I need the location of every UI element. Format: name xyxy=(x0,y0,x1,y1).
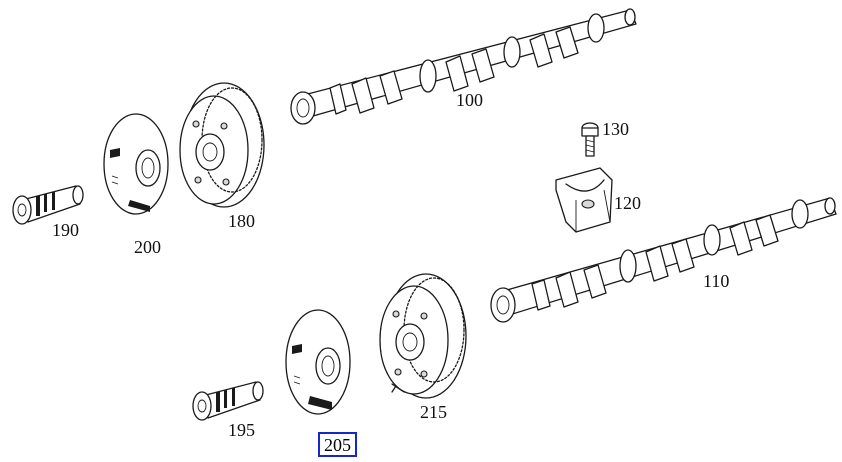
upper-central-valve-drawing[interactable] xyxy=(12,185,84,225)
callout-200[interactable]: 200 xyxy=(134,237,161,257)
callout-215[interactable]: 215 xyxy=(420,402,447,422)
bolt-drawing[interactable] xyxy=(581,122,599,157)
callout-190[interactable]: 190 xyxy=(52,220,79,240)
callout-120[interactable]: 120 xyxy=(614,193,641,213)
lower-sensor-wheel-drawing[interactable] xyxy=(285,309,351,415)
callout-195[interactable]: 195 xyxy=(228,420,255,440)
callout-110[interactable]: 110 xyxy=(703,271,730,291)
lower-adjuster-drawing[interactable] xyxy=(379,273,467,399)
callout-205[interactable]: 205 xyxy=(318,432,357,457)
upper-sensor-wheel-drawing[interactable] xyxy=(103,113,169,215)
callout-130[interactable]: 130 xyxy=(602,119,629,139)
upper-adjuster-drawing[interactable] xyxy=(179,82,265,208)
upper-camshaft-drawing[interactable] xyxy=(290,8,637,125)
callout-100[interactable]: 100 xyxy=(456,90,483,110)
lower-camshaft-drawing[interactable] xyxy=(490,197,837,323)
bearing-cap-drawing[interactable] xyxy=(555,167,613,233)
lower-central-valve-drawing[interactable] xyxy=(192,381,264,421)
callout-180[interactable]: 180 xyxy=(228,211,255,231)
